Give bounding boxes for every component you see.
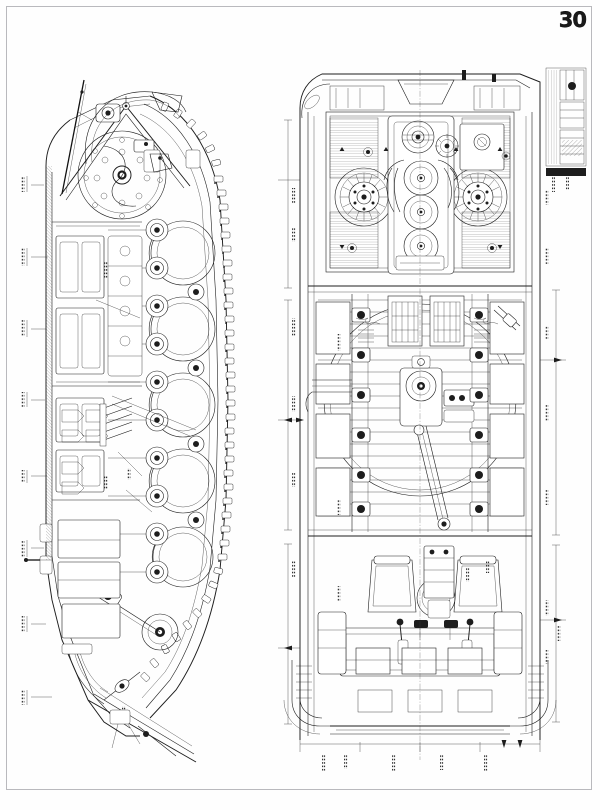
cylinder-bores [403,160,439,264]
left-view-side-elevation [21,79,236,763]
duct-pipe [305,379,352,413]
sponson-stowage [315,301,525,517]
crew-seat-left [367,555,417,613]
right-view-plan-section [278,67,587,772]
bow-fittings [357,689,493,713]
page-number: 30 [558,8,588,32]
tension-link [103,671,141,701]
pedal-assembly [414,620,458,640]
exhaust-manifold [383,159,460,213]
armour-section-hatch [46,166,52,560]
control-linkages [95,299,197,513]
timing-gear [435,134,459,158]
engine-bay [325,70,521,275]
hull-plan-outline [299,73,541,740]
cooling-fan-right [448,167,508,227]
turret-traverse-mechanism [399,355,475,427]
diagonal-bracing [493,305,521,331]
bottom-dimension-strip [299,740,541,772]
torsion-bar-anchors [351,307,489,517]
drive-sprocket [77,130,167,220]
idler-wheel [94,583,179,701]
lifting-eyes [462,70,496,82]
road-wheels-suspension [108,218,216,588]
drivers-compartment [283,545,557,735]
access-covers [347,147,511,253]
left-dimension-lines [26,176,52,705]
propeller-shaft [413,424,451,531]
return-rollers [187,283,205,529]
engine-deck-hatch [397,79,455,105]
cooling-fan-left [334,167,394,227]
final-drive-right [493,611,523,675]
right-dimension-labels [278,119,566,725]
pivot-housing [95,103,121,123]
v-linkage-assembly [59,79,201,201]
hull-interior [24,221,197,757]
ammunition-racks [387,295,465,347]
fighting-compartment [305,285,532,537]
final-drive-housing [61,643,109,705]
engine-block [107,235,143,377]
engine-assembly [383,115,460,275]
control-levers [99,397,133,447]
airflow-arrows [339,147,503,249]
track-links [140,101,236,682]
spring-detail [355,317,499,343]
track-assembly [139,95,236,719]
stowage-compartments [55,235,105,493]
flywheel-housing [401,120,435,154]
nose-fittings [109,709,177,757]
rear-compartment [57,519,121,639]
detail-inset-strip [545,67,587,192]
final-drive-left [317,611,347,675]
control-console [423,545,455,619]
deck-grilles [329,85,521,111]
auxiliary-tank [459,123,505,171]
crew-seat-right [453,555,503,613]
